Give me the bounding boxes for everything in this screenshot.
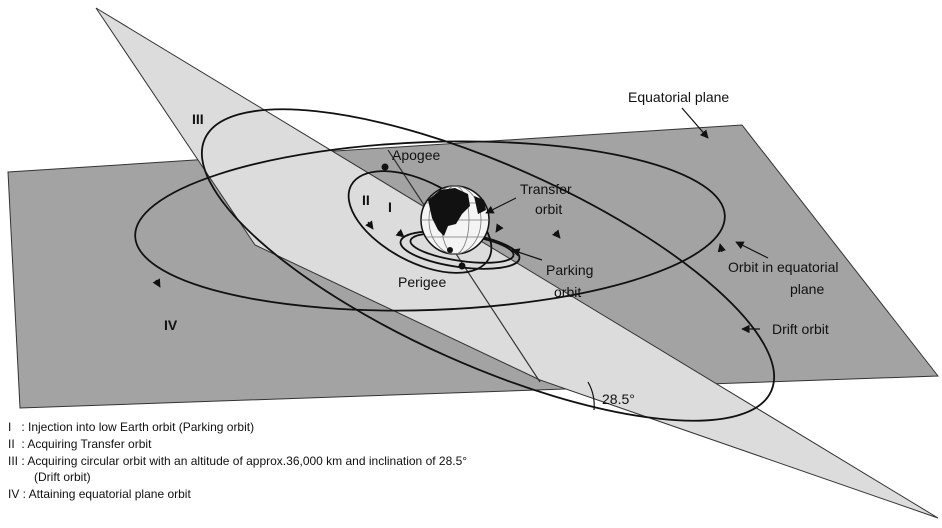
equatorial-plane-pointer	[681, 107, 709, 139]
label-equatorial-plane: Equatorial plane	[628, 89, 729, 105]
label-orbit-equatorial-1: Orbit in equatorial	[728, 259, 839, 275]
label-angle: 28.5°	[602, 391, 635, 407]
parking-orbit-arrow	[395, 228, 405, 238]
legend-item-5: IV : Attaining equatorial plane orbit	[8, 487, 191, 501]
equatorial-orbit-arrow	[152, 278, 161, 288]
legend-item-2: II : Acquiring Transfer orbit	[8, 437, 152, 451]
perigee-point	[458, 262, 466, 270]
label-apogee: Apogee	[392, 147, 440, 163]
earth-globe-icon	[420, 185, 490, 255]
stage-marker-I: I	[388, 199, 392, 215]
orbit-equatorial-pointer	[735, 241, 769, 259]
equatorial-node-point	[447, 247, 453, 253]
inclination-angle-arc	[587, 381, 595, 411]
legend: I : Injection into low Earth orbit (Park…	[8, 420, 467, 501]
legend-item-4: (Drift orbit)	[34, 470, 91, 484]
label-orbit-equatorial-2: plane	[790, 281, 824, 297]
stage-marker-IV: IV	[164, 317, 178, 333]
transfer-orbit-pointer	[485, 197, 517, 214]
apogee-point	[381, 163, 389, 171]
label-transfer-orbit-2: orbit	[535, 201, 562, 217]
stage-marker-II: II	[362, 192, 370, 208]
label-transfer-orbit-1: Transfer	[520, 181, 572, 197]
transfer-orbit-arrow	[365, 220, 374, 230]
parking-orbit-pointer	[511, 248, 543, 261]
transfer-orbit-arrow-b	[495, 223, 504, 233]
transfer-orbit-ellipse	[347, 170, 493, 274]
equatorial-orbit-arrow-b	[717, 243, 726, 253]
label-drift-orbit: Drift orbit	[772, 321, 829, 337]
drift-orbit-arrow	[551, 229, 561, 239]
label-parking-orbit-1: Parking	[546, 262, 593, 278]
equatorial-orbit-ellipse	[134, 140, 726, 312]
legend-item-1: I : Injection into low Earth orbit (Park…	[8, 420, 254, 434]
stage-marker-III: III	[192, 111, 204, 127]
label-parking-orbit-2: orbit	[554, 284, 581, 300]
legend-item-3: III : Acquiring circular orbit with an a…	[8, 454, 467, 468]
drift-orbit-ellipse	[200, 108, 776, 422]
label-perigee: Perigee	[398, 274, 446, 290]
